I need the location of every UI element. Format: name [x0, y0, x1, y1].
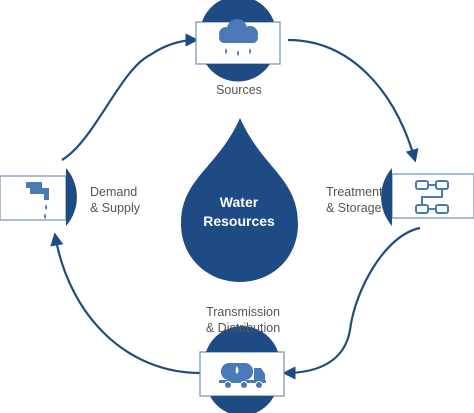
- sources-circle-bottom: [206, 64, 270, 82]
- treatment-label-line-2: & Storage: [326, 201, 382, 215]
- center-title: Water Resources: [176, 193, 302, 231]
- node-demand: [0, 168, 77, 226]
- water-tap-icon: [26, 182, 49, 219]
- treatment-label-line-1: Treatment: [326, 185, 383, 199]
- sources-circle-top: [202, 0, 274, 22]
- arrow-demand-to-sources: [61, 33, 199, 161]
- arrow-sources-to-treatment: [287, 38, 419, 163]
- sources-label-line-1: Sources: [216, 83, 262, 97]
- water-drop-shape: [181, 118, 298, 282]
- demand-circle-right: [66, 168, 77, 226]
- transmission-label-line-1: Transmission: [206, 305, 280, 319]
- arrow-transmission-to-demand: [50, 232, 201, 375]
- transmission-circle-bottom: [210, 396, 274, 413]
- arrow-treatment-to-transmission: [282, 226, 421, 380]
- water-tanker-truck-icon: [219, 363, 266, 389]
- transmission-label-line-2: & Distribution: [205, 321, 281, 335]
- demand-label: Demand & Supply: [90, 184, 160, 216]
- demand-label-line-1: Demand: [90, 185, 138, 199]
- treatment-circle-left: [381, 168, 392, 226]
- center-title-line-1: Water: [219, 194, 259, 210]
- transmission-circle-top: [206, 326, 278, 352]
- treatment-label: Treatment & Storage: [326, 184, 416, 216]
- rain-cloud-icon: [219, 19, 258, 56]
- transmission-label: Transmission & Distribution: [188, 304, 298, 336]
- node-transmission: [199, 326, 285, 413]
- demand-label-line-2: & Supply: [90, 201, 141, 215]
- pipes-tank-icon: [415, 180, 449, 214]
- node-treatment: [381, 168, 474, 226]
- sources-label: Sources: [204, 82, 274, 98]
- node-sources: [195, 0, 281, 82]
- center-title-line-2: Resources: [203, 213, 275, 229]
